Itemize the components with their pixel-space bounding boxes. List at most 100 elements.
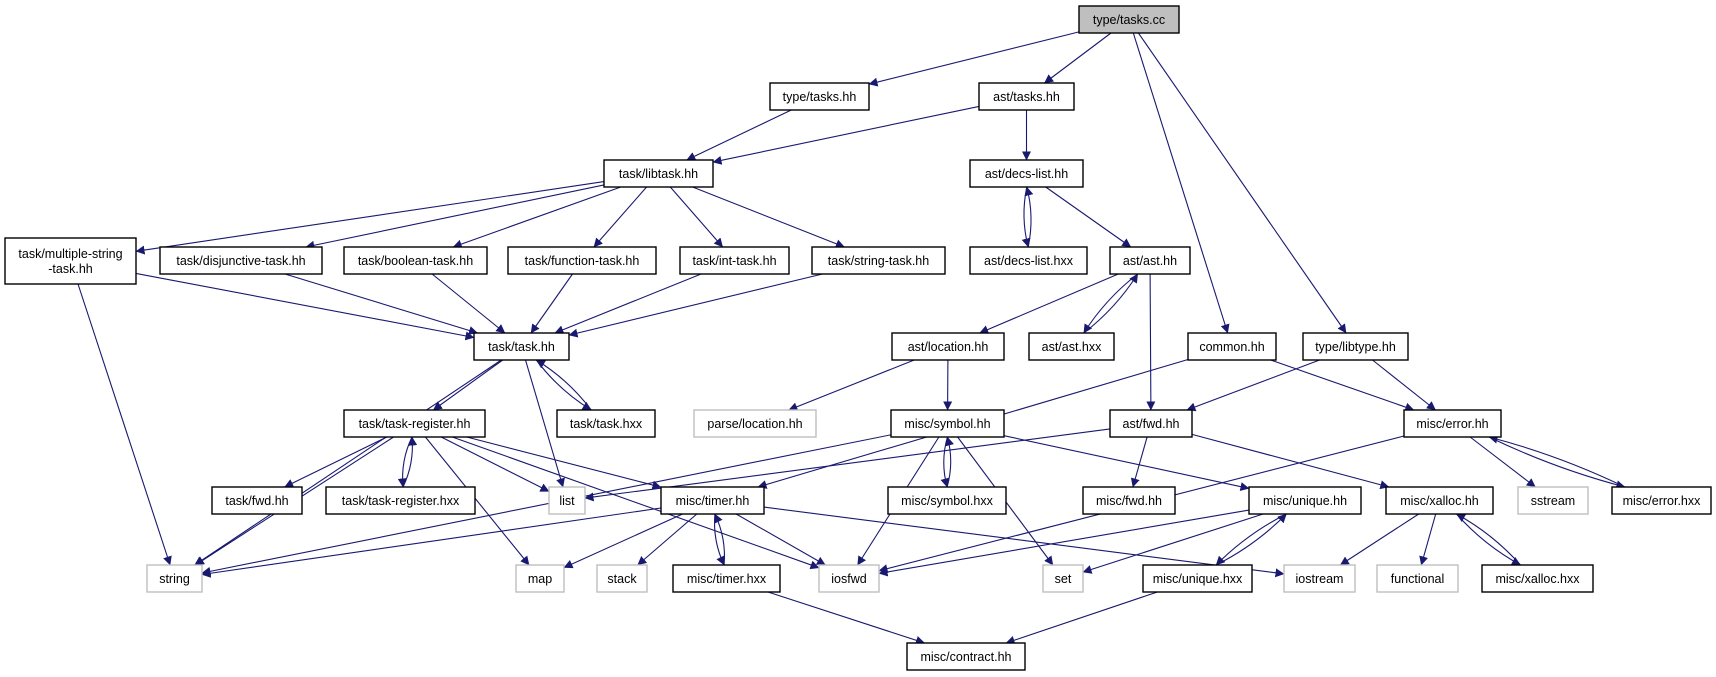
node-label: functional xyxy=(1391,572,1445,586)
edge-xalloc-to-functional xyxy=(1419,513,1437,566)
node-symbol_hxx[interactable]: misc/symbol.hxx xyxy=(887,486,1007,515)
node-label: misc/contract.hh xyxy=(920,650,1011,664)
node-symbol[interactable]: misc/symbol.hh xyxy=(890,409,1005,438)
node-map: map xyxy=(515,564,565,593)
node-box xyxy=(596,564,648,593)
node-label: type/tasks.hh xyxy=(783,90,857,104)
edge-error_hxx-to-error xyxy=(1488,434,1626,488)
node-task_reg[interactable]: task/task-register.hh xyxy=(343,409,486,438)
edge-ast_hxx-to-ast_hh xyxy=(1083,273,1139,334)
node-label: ast/ast.hh xyxy=(1123,254,1177,268)
node-fwd_hh[interactable]: ast/fwd.hh xyxy=(1109,409,1193,438)
node-label: list xyxy=(559,494,575,508)
node-label: misc/unique.hxx xyxy=(1153,572,1243,586)
node-box xyxy=(1385,486,1494,515)
node-misc_fwd[interactable]: misc/fwd.hh xyxy=(1082,486,1176,515)
edge-task_hh-to-list xyxy=(524,359,565,488)
node-xalloc_hxx[interactable]: misc/xalloc.hxx xyxy=(1481,564,1594,593)
node-func[interactable]: task/function-task.hh xyxy=(507,246,657,275)
node-common[interactable]: common.hh xyxy=(1187,332,1277,361)
node-timer[interactable]: misc/timer.hh xyxy=(660,486,765,515)
node-label: misc/symbol.hh xyxy=(904,417,990,431)
node-str_task[interactable]: task/string-task.hh xyxy=(811,246,946,275)
edge-libtype-to-fwd_hh xyxy=(1186,359,1320,412)
edge-task_reg-to-list xyxy=(440,436,550,492)
edge-libtask-to-multi_str xyxy=(135,181,605,255)
edge-task_hh-to-string xyxy=(194,359,502,566)
edge-libtask-to-str_task xyxy=(692,186,845,249)
edge-multi_str-to-task_hh xyxy=(135,272,475,341)
node-box xyxy=(1109,409,1193,438)
node-timer_hxx[interactable]: misc/timer.hxx xyxy=(672,564,781,593)
node-location[interactable]: ast/location.hh xyxy=(891,332,1005,361)
node-label: misc/timer.hxx xyxy=(687,572,767,586)
node-error_hxx[interactable]: misc/error.hxx xyxy=(1611,486,1712,515)
node-task_fwd[interactable]: task/fwd.hh xyxy=(211,486,303,515)
edge-root-to-ast_tasks_hh xyxy=(1044,32,1112,84)
node-box xyxy=(672,564,781,593)
node-type_tasks_hh[interactable]: type/tasks.hh xyxy=(769,82,870,111)
edge-timer-to-stack xyxy=(637,513,698,566)
node-label: misc/error.hh xyxy=(1416,417,1488,431)
node-libtype[interactable]: type/libtype.hh xyxy=(1302,332,1409,361)
node-label: task/multiple-string xyxy=(18,247,122,261)
node-xalloc[interactable]: misc/xalloc.hh xyxy=(1385,486,1494,515)
edge-timer-to-iosfwd xyxy=(735,513,826,566)
edge-timer-to-string xyxy=(201,507,662,578)
edge-libtask-to-func xyxy=(593,186,648,248)
node-decs_list_hxx[interactable]: ast/decs-list.hxx xyxy=(969,246,1088,275)
edge-type_tasks_hh-to-libtask xyxy=(686,109,792,161)
node-box xyxy=(1109,246,1191,275)
node-box xyxy=(1517,486,1589,515)
node-task_hxx[interactable]: task/task.hxx xyxy=(556,409,656,438)
node-libtask[interactable]: task/libtask.hh xyxy=(603,159,714,188)
node-box xyxy=(1078,5,1180,34)
edge-str_task-to-task_hh xyxy=(568,273,823,338)
node-unique_hxx[interactable]: misc/unique.hxx xyxy=(1142,564,1253,593)
node-sstream: sstream xyxy=(1517,486,1589,515)
node-unique[interactable]: misc/unique.hh xyxy=(1248,486,1362,515)
node-multi_str[interactable]: task/multiple-string-task.hh xyxy=(4,237,137,285)
edge-task_hh-to-task_hxx xyxy=(535,359,592,411)
node-box xyxy=(811,246,946,275)
node-label: string xyxy=(159,572,190,586)
node-label: task/fwd.hh xyxy=(225,494,288,508)
node-ast_tasks_hh[interactable]: ast/tasks.hh xyxy=(978,82,1075,111)
node-error[interactable]: misc/error.hh xyxy=(1403,409,1502,438)
node-label: ast/decs-list.hh xyxy=(985,167,1068,181)
node-box xyxy=(679,246,790,275)
edge-task_hh-to-task_reg xyxy=(432,359,504,411)
node-ast_hxx[interactable]: ast/ast.hxx xyxy=(1028,332,1115,361)
node-contract[interactable]: misc/contract.hh xyxy=(906,642,1026,671)
edge-symbol-to-string xyxy=(201,434,892,576)
node-box xyxy=(978,82,1075,111)
edge-error-to-sstream xyxy=(1469,436,1536,488)
node-label: sstream xyxy=(1531,494,1575,508)
edge-root-to-common xyxy=(1132,32,1230,334)
node-label: task/disjunctive-task.hh xyxy=(176,254,305,268)
node-label: misc/error.hxx xyxy=(1623,494,1702,508)
edge-libtype-to-error xyxy=(1372,359,1436,411)
node-bool[interactable]: task/boolean-task.hh xyxy=(343,246,488,275)
node-box xyxy=(1187,332,1277,361)
node-decs_list_hh[interactable]: ast/decs-list.hh xyxy=(969,159,1084,188)
edge-decs_list_hh-to-ast_hh xyxy=(1045,186,1132,248)
node-int[interactable]: task/int-task.hh xyxy=(679,246,790,275)
node-box xyxy=(146,564,203,593)
node-root[interactable]: type/tasks.cc xyxy=(1078,5,1180,34)
node-box xyxy=(159,246,323,275)
node-label: misc/xalloc.hxx xyxy=(1495,572,1580,586)
node-box xyxy=(325,486,476,515)
node-label: task/function-task.hh xyxy=(525,254,640,268)
node-disj[interactable]: task/disjunctive-task.hh xyxy=(159,246,323,275)
node-task_reg_hxx[interactable]: task/task-register.hxx xyxy=(325,486,476,515)
node-box xyxy=(969,159,1084,188)
edge-xalloc-to-xalloc_hxx xyxy=(1456,513,1521,566)
node-box xyxy=(660,486,765,515)
edge-decs_list_hh-to-decs_list_hxx xyxy=(1021,186,1031,248)
node-parse_loc: parse/location.hh xyxy=(693,409,817,438)
node-label: iosfwd xyxy=(831,572,866,586)
node-ast_hh[interactable]: ast/ast.hh xyxy=(1109,246,1191,275)
node-box xyxy=(603,159,714,188)
node-task_hh[interactable]: task/task.hh xyxy=(473,332,570,361)
